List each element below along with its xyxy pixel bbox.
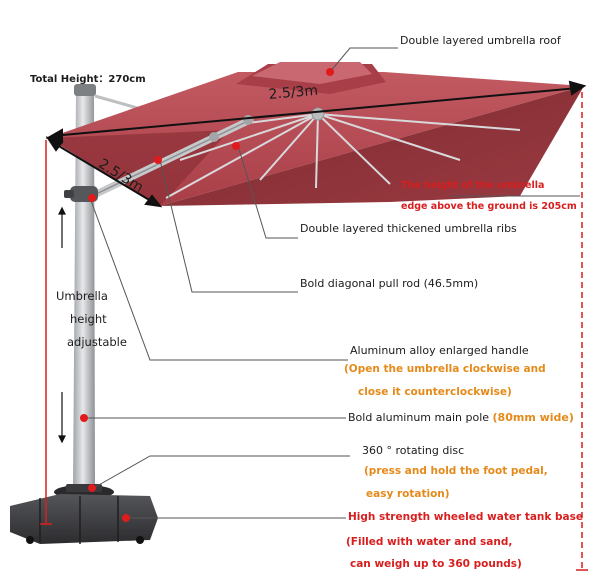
height-note-line1: The height of the umbrella xyxy=(401,180,545,191)
dimension-arrow-front xyxy=(45,80,587,144)
pull-rod-label: Bold diagonal pull rod (46.5mm) xyxy=(300,277,479,290)
pole-note: (80mm wide) xyxy=(492,411,574,424)
roof-vent-top xyxy=(252,62,372,84)
rod-joint xyxy=(209,132,219,142)
base-wheel xyxy=(26,536,34,544)
disc-note1: (press and hold the foot pedal, xyxy=(364,465,548,477)
height-adjust-line3: adjustable xyxy=(67,335,127,349)
pole-label: Bold aluminum main pole (80mm wide) xyxy=(348,411,574,424)
ribs-label: Double layered thickened umbrella ribs xyxy=(300,222,517,235)
height-adjust-arrow xyxy=(58,206,66,444)
base-note1: (Filled with water and sand, xyxy=(346,536,513,548)
base-title: High strength wheeled water tank base xyxy=(348,511,584,523)
total-height-label: Total Height：270cm xyxy=(30,74,146,85)
height-adjust-line2: height xyxy=(70,312,107,326)
disc-title: 360 ° rotating disc xyxy=(362,444,465,457)
rib-hub xyxy=(311,107,325,121)
umbrella-ribs xyxy=(165,113,521,199)
rod-joint-top xyxy=(243,115,253,125)
base-note2: can weigh up to 360 pounds) xyxy=(350,558,522,570)
base-segments xyxy=(39,496,119,544)
base-wheel-right xyxy=(136,536,144,544)
pole-title: Bold aluminum main pole xyxy=(348,411,490,424)
handle-note1: (Open the umbrella clockwise and xyxy=(344,363,546,375)
dimension-arrow-side xyxy=(45,136,163,208)
disc-note2: easy rotation) xyxy=(366,488,450,500)
height-note-line2: edge above the ground is 205cm xyxy=(401,201,577,212)
roof-label: Double layered umbrella roof xyxy=(400,34,561,47)
water-tank-base xyxy=(10,494,158,544)
handle-note2: close it counterclockwise) xyxy=(358,386,512,398)
handle-title: Aluminum alloy enlarged handle xyxy=(350,344,529,357)
callout-leaders xyxy=(84,47,580,519)
height-adjust-line1: Umbrella xyxy=(56,289,108,303)
pole-cap xyxy=(74,84,96,96)
canopy-underside xyxy=(160,86,584,206)
callout-dots xyxy=(80,68,334,522)
